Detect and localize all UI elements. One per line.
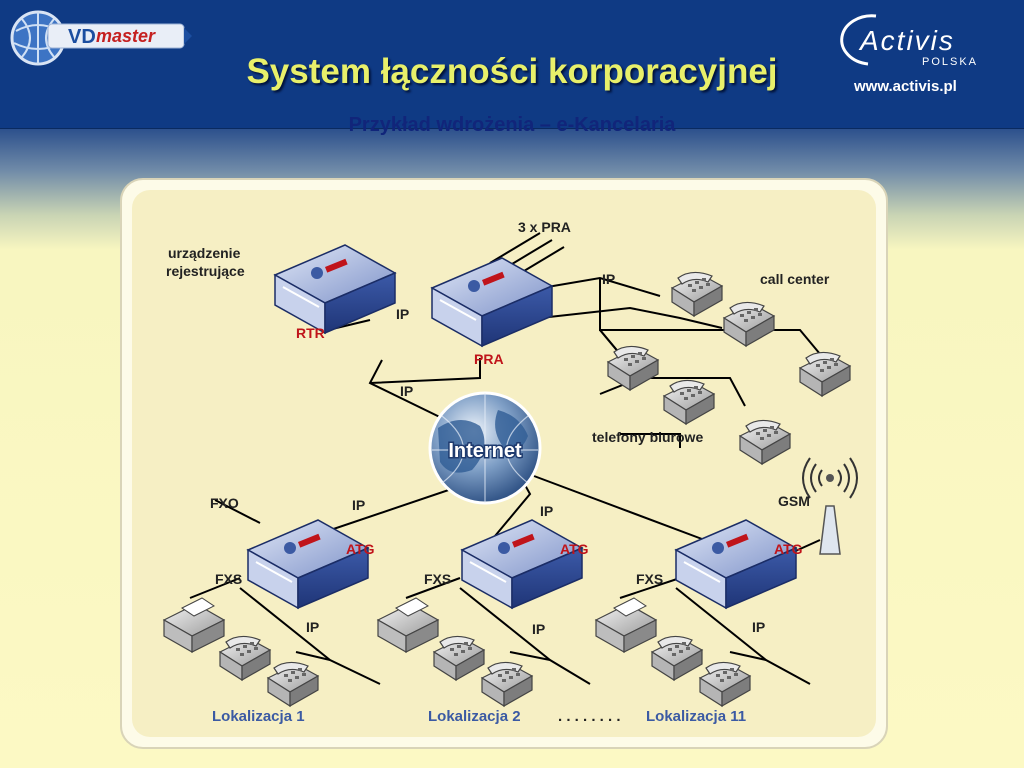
- ip-label: IP: [752, 619, 765, 635]
- page-subtitle: Przykład wdrożenia – e-Kancelaria: [348, 114, 676, 136]
- ip-label: IP: [400, 383, 413, 399]
- logo-vd-text: VD: [68, 26, 96, 48]
- ip-label: IP: [532, 621, 545, 637]
- rtr-label: RTR: [296, 325, 325, 341]
- gsm-antenna-icon: [802, 457, 858, 555]
- ip-label: IP: [306, 619, 319, 635]
- ip-label: IP: [352, 497, 365, 513]
- website-url: www.activis.pl: [854, 78, 957, 95]
- logo-polska-text: POLSKA: [922, 56, 978, 68]
- network-diagram: Internet: [120, 178, 888, 749]
- ip-label: IP: [396, 306, 409, 322]
- location-2-label: Lokalizacja 2: [428, 708, 521, 725]
- fxs-label: FXS: [636, 571, 663, 587]
- logo-activis-text: Activis: [858, 25, 955, 56]
- ip-label: IP: [602, 271, 615, 287]
- fxs-label: FXS: [424, 571, 451, 587]
- page-title: System łączności korporacyjnej: [246, 52, 778, 91]
- location-11-label: Lokalizacja 11: [646, 708, 746, 725]
- office-phones-label: telefony biurowe: [592, 429, 703, 445]
- vdmaster-logo: VD master: [8, 9, 194, 72]
- ip-label: IP: [540, 503, 553, 519]
- logo-master-text: master: [96, 26, 156, 46]
- activis-logo: Activis POLSKA: [828, 12, 988, 77]
- fxs-label: FXS: [215, 571, 242, 587]
- atg-label: ATG: [560, 541, 589, 557]
- location-ellipsis: . . . . . . . .: [558, 708, 621, 725]
- pra-label: PRA: [474, 351, 504, 367]
- call-center-label: call center: [760, 271, 830, 287]
- recorder-label-line1: urządzenie: [168, 245, 241, 261]
- atg-label: ATG: [346, 541, 375, 557]
- internet-globe: Internet: [428, 391, 542, 505]
- atg-label: ATG: [774, 541, 803, 557]
- recorder-label-line2: rejestrujące: [166, 263, 245, 279]
- location-1-label: Lokalizacja 1: [212, 708, 305, 725]
- pra-lines-label: 3 x PRA: [518, 219, 571, 235]
- gsm-label: GSM: [778, 493, 810, 509]
- fxo-label: FXO: [210, 495, 239, 511]
- internet-label: Internet: [448, 440, 522, 462]
